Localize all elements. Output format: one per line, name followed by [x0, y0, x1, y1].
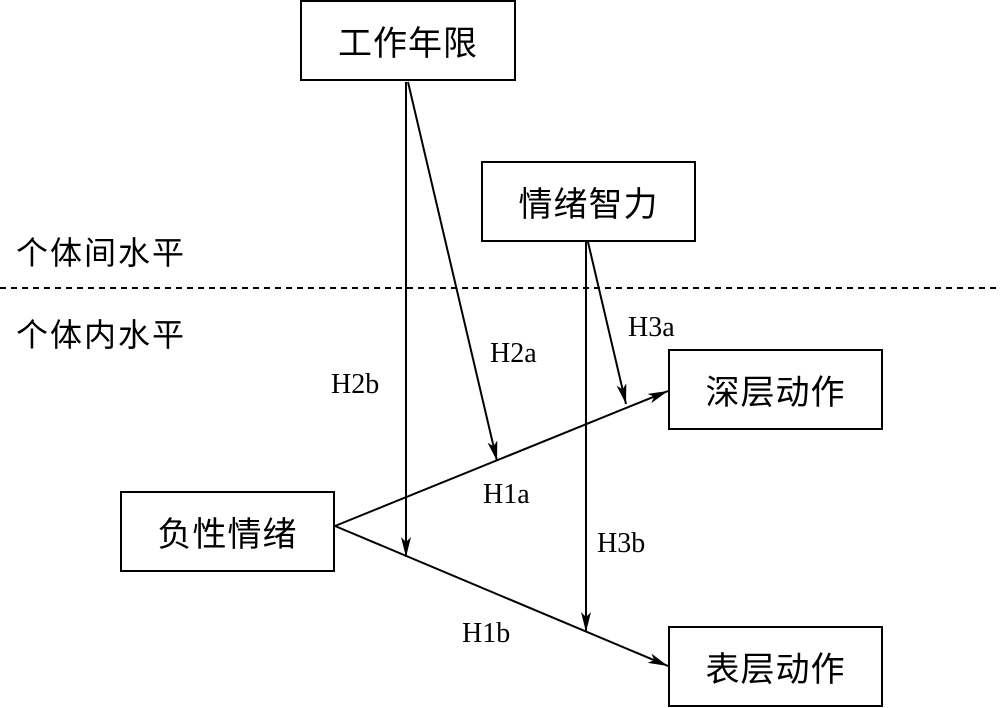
tenure-node: 工作年限: [300, 0, 516, 81]
negative-emotion-node: 负性情绪: [120, 491, 335, 572]
between-level-label: 个体间水平: [16, 234, 187, 272]
arrow-h3a: [587, 241, 627, 405]
surface-acting-node-label: 表层动作: [705, 650, 846, 690]
arrow-h2a: [407, 81, 498, 462]
arrow-h1a: [334, 390, 669, 527]
arrow-h1b: [334, 525, 669, 667]
surface-acting-node: 表层动作: [668, 626, 883, 707]
deep-acting-node: 深层动作: [668, 349, 883, 430]
path-label-h2b: H2b: [331, 369, 380, 400]
path-label-h2a: H2a: [490, 338, 537, 369]
deep-acting-node-label: 深层动作: [705, 373, 846, 413]
emotional-intelligence-node-label: 情绪智力: [518, 185, 659, 225]
emotional-intelligence-node: 情绪智力: [481, 161, 696, 242]
path-label-h3a: H3a: [628, 312, 675, 343]
path-label-h1a: H1a: [483, 479, 530, 510]
negative-emotion-node-label: 负性情绪: [157, 515, 298, 555]
tenure-node-label: 工作年限: [338, 24, 478, 64]
within-level-label: 个体内水平: [16, 316, 187, 354]
path-label-h1b: H1b: [462, 618, 511, 649]
path-label-h3b: H3b: [597, 528, 646, 559]
